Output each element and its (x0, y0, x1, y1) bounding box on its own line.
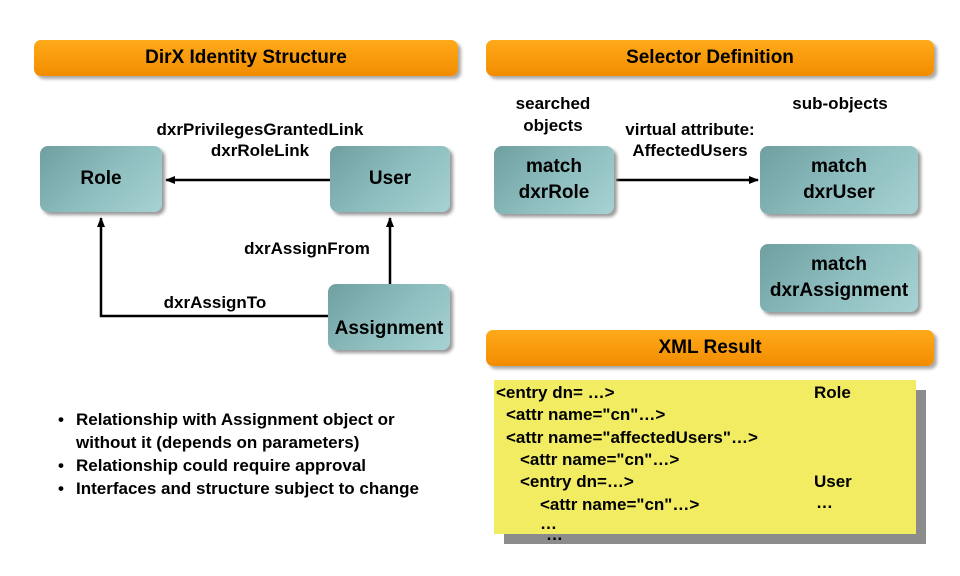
xml-line: <entry dn= …> (496, 383, 615, 402)
user-box: User (330, 146, 450, 212)
xml-line: <attr name="cn"…> (520, 450, 680, 469)
label-virtual-attribute: virtual attribute: (625, 120, 755, 139)
label-assign-from: dxrAssignFrom (244, 239, 370, 258)
xml-line: <attr name="cn"…> (540, 495, 700, 514)
xml-line: <attr name="affectedUsers"…> (506, 428, 758, 447)
label-assign-to-text: dxrAssignTo (163, 293, 267, 312)
xml-line: … (540, 514, 557, 533)
match-assignment-box: match dxrAssignment (760, 244, 918, 312)
match-role-box: match dxrRole (494, 146, 614, 214)
role-box: Role (40, 146, 162, 212)
label-sub-objects: sub-objects (792, 94, 888, 113)
xml-line: <attr name="cn"…> (506, 405, 666, 424)
match-role-line1: match (526, 156, 582, 177)
notes-list: Relationship with Assignment object or w… (48, 408, 419, 500)
xml-annotation-ellipsis: … (816, 493, 833, 512)
label-role-link: dxrRoleLink (210, 141, 310, 160)
note-item: Interfaces and structure subject to chan… (48, 477, 419, 500)
assignment-box: Assignment (328, 284, 450, 350)
banner-xml-result: XML Result (486, 330, 934, 366)
xml-annotation-user: User (814, 472, 852, 491)
edge-assignment-to-role (97, 217, 328, 318)
match-user-line1: match (811, 156, 867, 177)
note-item: without it (depends on parameters) (76, 433, 360, 452)
xml-line: <entry dn=…> (520, 472, 634, 491)
match-assignment-line1: match (811, 254, 867, 275)
xml-annotation-role: Role (814, 383, 851, 402)
label-privileges-granted-link: dxrPrivilegesGrantedLink (156, 120, 364, 139)
xml-line: … (546, 525, 563, 544)
banner-selector: Selector Definition (486, 40, 934, 76)
match-role-line2: dxrRole (518, 182, 590, 203)
label-affected-users: AffectedUsers (632, 141, 748, 160)
match-user-line2: dxrUser (803, 182, 875, 203)
banner-structure: DirX Identity Structure (34, 40, 458, 76)
match-user-box: match dxrUser (760, 146, 918, 214)
label-searched: searched (515, 94, 591, 113)
note-item: Relationship with Assignment object or (48, 408, 419, 431)
xml-result-panel: <entry dn= …> <attr name="cn"…> <attr na… (494, 380, 916, 544)
note-item: Relationship could require approval (48, 454, 419, 477)
label-objects: objects (523, 116, 583, 135)
match-assignment-line2: dxrAssignment (769, 280, 909, 301)
